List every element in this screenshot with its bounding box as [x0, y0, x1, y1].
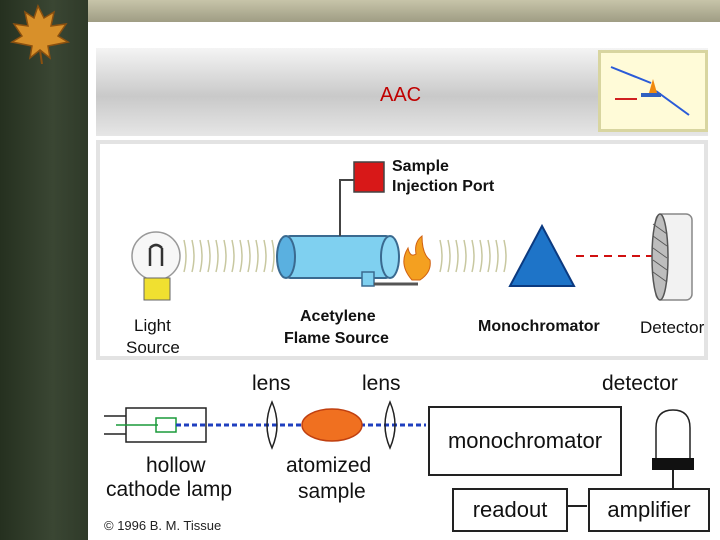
aas-schematic-panel: Sample Injection Port Light Source Acety… [96, 140, 708, 360]
monochromator-prism-icon [508, 223, 576, 287]
lens-right-icon [384, 400, 396, 450]
optical-schematic-panel: lens lens detector monochromator hollow … [96, 362, 710, 538]
light-bulb-icon [131, 231, 181, 301]
lens-right-label: lens [362, 372, 401, 395]
detector-tube-icon [652, 409, 694, 488]
atomized-label-2: sample [298, 480, 366, 503]
detector-bottom-label: detector [602, 372, 678, 395]
amplifier-box: amplifier [588, 488, 710, 532]
copyright-text: © 1996 B. M. Tissue [104, 518, 222, 533]
flame-source-label-1: Acetylene [300, 308, 376, 325]
light-source-label-2: Source [126, 338, 180, 357]
detector-icon [651, 213, 693, 301]
detector-label: Detector [640, 318, 705, 337]
monochromator-box: monochromator [428, 406, 622, 476]
lens-left-icon [266, 400, 278, 450]
light-beam-waves [183, 239, 283, 273]
hollow-label-2: cathode lamp [106, 478, 233, 501]
sample-feed-line [339, 179, 354, 236]
thumbnail-diagram [598, 50, 708, 132]
top-band [88, 0, 720, 22]
atomized-label-1: atomized [286, 454, 372, 477]
sample-port-box [353, 161, 385, 193]
sample-port-label-1: Sample [392, 158, 449, 175]
lens-left-label: lens [252, 372, 291, 395]
flame-source-label-2: Flame Source [284, 330, 389, 347]
maple-leaf-icon [9, 4, 71, 64]
sample-port-label-2: Injection Port [392, 178, 495, 195]
flame-icon [403, 234, 431, 281]
sidebar-background [0, 0, 88, 540]
hollow-cathode-lamp-icon [104, 407, 207, 443]
atomized-sample-icon [301, 408, 363, 442]
slide-title: AAC [380, 84, 422, 106]
flame-tube [276, 235, 418, 287]
light-source-label-1: Light [134, 316, 171, 335]
hollow-label-1: hollow [146, 454, 206, 477]
readout-box: readout [452, 488, 568, 532]
monochromator-label: Monochromator [478, 318, 600, 335]
